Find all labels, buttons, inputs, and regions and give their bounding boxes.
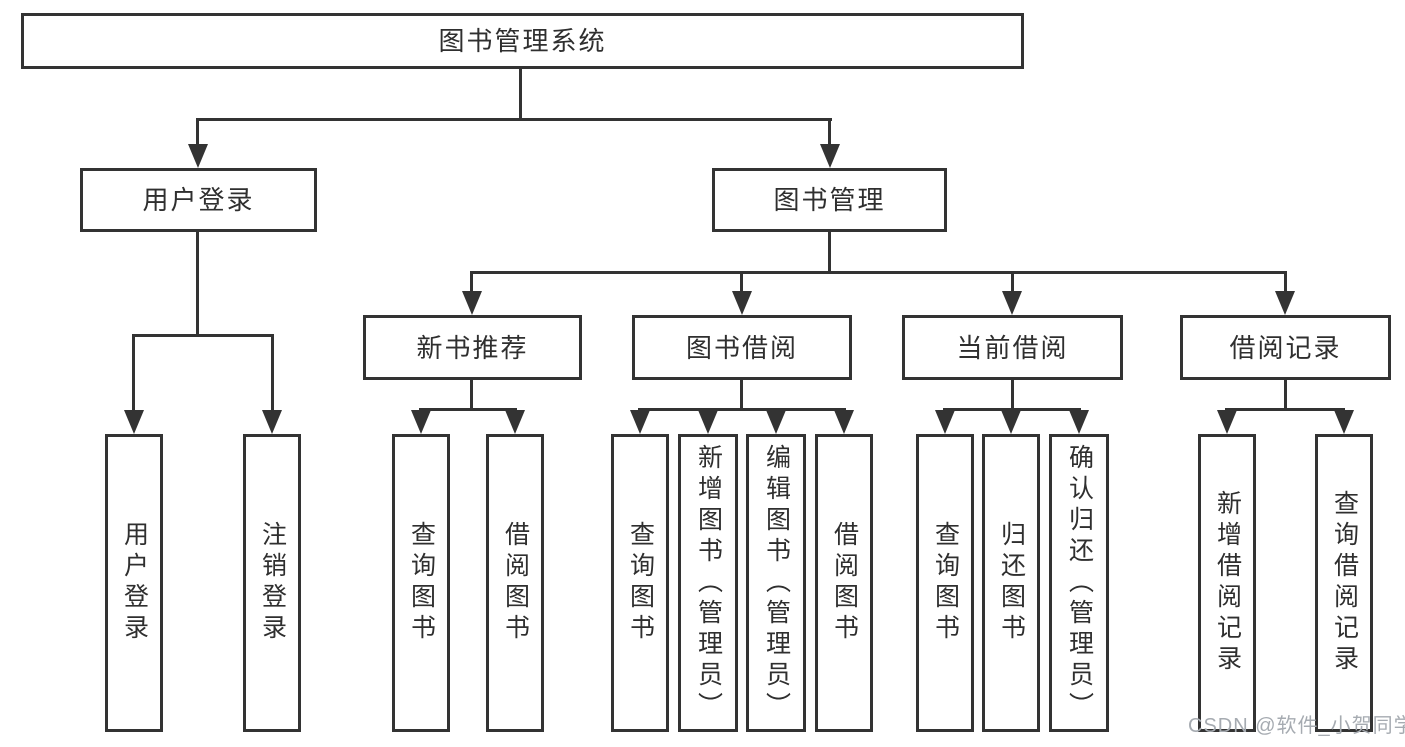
connector-drop-leaf-logout xyxy=(271,334,274,414)
connector-borrowing-records-stem xyxy=(1284,380,1287,410)
node-new-book-recommendation-label: 新书推荐 xyxy=(416,332,529,363)
connector-root-branch xyxy=(196,118,832,121)
leaf-nb-borrow-books-label: 借阅图书 xyxy=(501,521,530,645)
arrowhead-leaf-cb-query xyxy=(935,410,955,434)
arrowhead-leaf-logout xyxy=(262,410,282,434)
leaf-cb-return-books: 归还图书 xyxy=(982,434,1040,732)
node-book-borrowing-label: 图书借阅 xyxy=(685,332,798,363)
arrowhead-leaf-cb-return xyxy=(1001,410,1021,434)
arrowhead-book-borrowing xyxy=(732,291,752,315)
node-root-label: 图书管理系统 xyxy=(438,26,607,56)
arrowhead-leaf-bb-add xyxy=(698,410,718,434)
connector-user-login-branch xyxy=(132,334,274,337)
node-current-borrowing-label: 当前借阅 xyxy=(956,332,1069,363)
leaf-bb-add-books: 新增图书（管理员） xyxy=(678,434,738,732)
csdn-watermark: CSDN @软件_小贺同学 xyxy=(1188,715,1405,737)
leaf-logout: 注销登录 xyxy=(243,434,301,732)
leaf-bb-edit-books: 编辑图书（管理员） xyxy=(746,434,806,732)
leaf-cb-confirm-return-label: 确认归还（管理员） xyxy=(1065,443,1094,723)
leaf-cb-return-books-label: 归还图书 xyxy=(997,521,1026,645)
arrowhead-book-management xyxy=(820,144,840,168)
leaf-br-query-record-label: 查询借阅记录 xyxy=(1330,490,1359,676)
node-user-login-label: 用户登录 xyxy=(142,185,255,215)
connector-new-book-stem xyxy=(470,380,473,410)
connector-book-borrowing-branch xyxy=(638,408,846,411)
node-new-book-recommendation: 新书推荐 xyxy=(363,315,582,380)
leaf-bb-borrow-books: 借阅图书 xyxy=(815,434,873,732)
node-user-login: 用户登录 xyxy=(80,168,317,232)
arrowhead-leaf-bb-query xyxy=(630,410,650,434)
connector-drop-book-management xyxy=(828,118,831,146)
connector-drop-leaf-user-login xyxy=(132,334,135,414)
leaf-logout-label: 注销登录 xyxy=(258,521,287,645)
arrowhead-user-login xyxy=(188,144,208,168)
leaf-bb-borrow-books-label: 借阅图书 xyxy=(830,521,859,645)
connector-book-management-branch xyxy=(470,271,1287,274)
connector-drop-book-borrowing xyxy=(740,271,743,293)
leaf-nb-query-books-label: 查询图书 xyxy=(407,521,436,645)
leaf-bb-add-books-label: 新增图书（管理员） xyxy=(694,443,723,723)
node-borrowing-records-label: 借阅记录 xyxy=(1229,332,1342,363)
arrowhead-current-borrowing xyxy=(1002,291,1022,315)
leaf-bb-edit-books-label: 编辑图书（管理员） xyxy=(762,443,791,723)
connector-drop-user-login xyxy=(196,118,199,146)
arrowhead-leaf-br-query xyxy=(1334,410,1354,434)
connector-drop-borrowing-records xyxy=(1284,271,1287,293)
leaf-br-query-record: 查询借阅记录 xyxy=(1315,434,1373,732)
node-book-management: 图书管理 xyxy=(712,168,947,232)
node-root: 图书管理系统 xyxy=(21,13,1024,69)
connector-drop-current-borrowing xyxy=(1011,271,1014,293)
node-current-borrowing: 当前借阅 xyxy=(902,315,1123,380)
arrowhead-new-book xyxy=(462,291,482,315)
connector-user-login-stem xyxy=(196,232,199,336)
leaf-nb-borrow-books: 借阅图书 xyxy=(486,434,544,732)
leaf-nb-query-books: 查询图书 xyxy=(392,434,450,732)
leaf-bb-query-books: 查询图书 xyxy=(611,434,669,732)
arrowhead-leaf-br-add xyxy=(1217,410,1237,434)
arrowhead-leaf-bb-borrow xyxy=(834,410,854,434)
arrowhead-leaf-cb-confirm xyxy=(1069,410,1089,434)
connector-current-borrowing-branch xyxy=(943,408,1081,411)
connector-book-management-stem xyxy=(828,232,831,274)
leaf-cb-query-books: 查询图书 xyxy=(916,434,974,732)
connector-new-book-branch xyxy=(419,408,517,411)
connector-root-stem xyxy=(519,69,522,120)
connector-book-borrowing-stem xyxy=(740,380,743,410)
arrowhead-borrowing-records xyxy=(1275,291,1295,315)
connector-drop-new-book xyxy=(470,271,473,293)
leaf-user-login: 用户登录 xyxy=(105,434,163,732)
arrowhead-leaf-user-login xyxy=(124,410,144,434)
leaf-cb-confirm-return: 确认归还（管理员） xyxy=(1049,434,1109,732)
node-borrowing-records: 借阅记录 xyxy=(1180,315,1391,380)
leaf-br-add-record-label: 新增借阅记录 xyxy=(1213,490,1242,676)
leaf-cb-query-books-label: 查询图书 xyxy=(931,521,960,645)
node-book-management-label: 图书管理 xyxy=(773,185,886,215)
leaf-user-login-label: 用户登录 xyxy=(120,521,149,645)
leaf-bb-query-books-label: 查询图书 xyxy=(626,521,655,645)
node-book-borrowing: 图书借阅 xyxy=(632,315,852,380)
arrowhead-leaf-nb-borrow xyxy=(505,410,525,434)
arrowhead-leaf-nb-query xyxy=(411,410,431,434)
connector-borrowing-records-branch xyxy=(1225,408,1345,411)
arrowhead-leaf-bb-edit xyxy=(766,410,786,434)
connector-current-borrowing-stem xyxy=(1011,380,1014,410)
leaf-br-add-record: 新增借阅记录 xyxy=(1198,434,1256,732)
